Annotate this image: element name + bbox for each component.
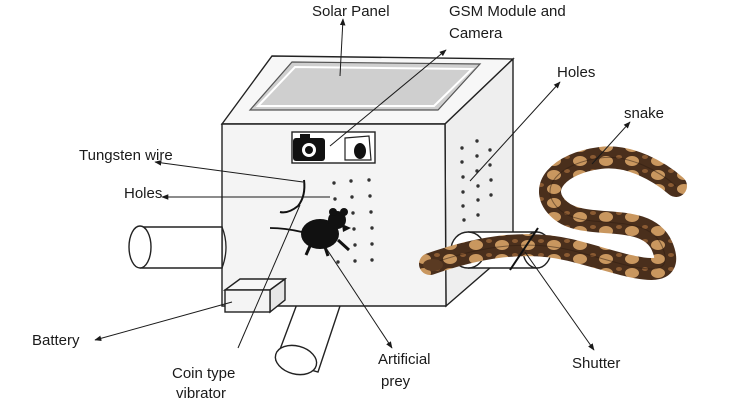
label-holes-left: Holes [124,185,162,202]
label-snake: snake [624,105,664,122]
tungsten-wire [279,179,306,214]
label-tungsten-wire: Tungsten wire [79,147,173,164]
label-holes-right: Holes [557,64,595,81]
solar-panel [248,61,482,111]
battery [222,277,288,314]
left-tube [128,225,227,269]
shutter [509,227,539,271]
label-coin-vibrator-1: Coin type [172,365,235,382]
camera-gsm-module [291,131,376,164]
front-holes [332,178,374,264]
mouse-silhouette [269,208,351,257]
label-shutter: Shutter [572,355,620,372]
camera-icon [293,134,325,161]
label-artificial-prey-2: prey [381,373,411,390]
label-artificial-prey-1: Artificial [378,351,431,368]
gsm-module-icon [344,135,372,161]
snake-illustration [419,146,687,280]
label-gsm-module: GSM Module and [449,3,566,20]
label-coin-vibrator-2: vibrator [176,385,226,402]
label-battery: Battery [32,332,80,349]
label-solar-panel: Solar Panel [312,3,390,20]
label-gsm-camera: Camera [449,25,503,42]
pointer-lines [94,18,631,351]
side-holes [460,139,493,222]
